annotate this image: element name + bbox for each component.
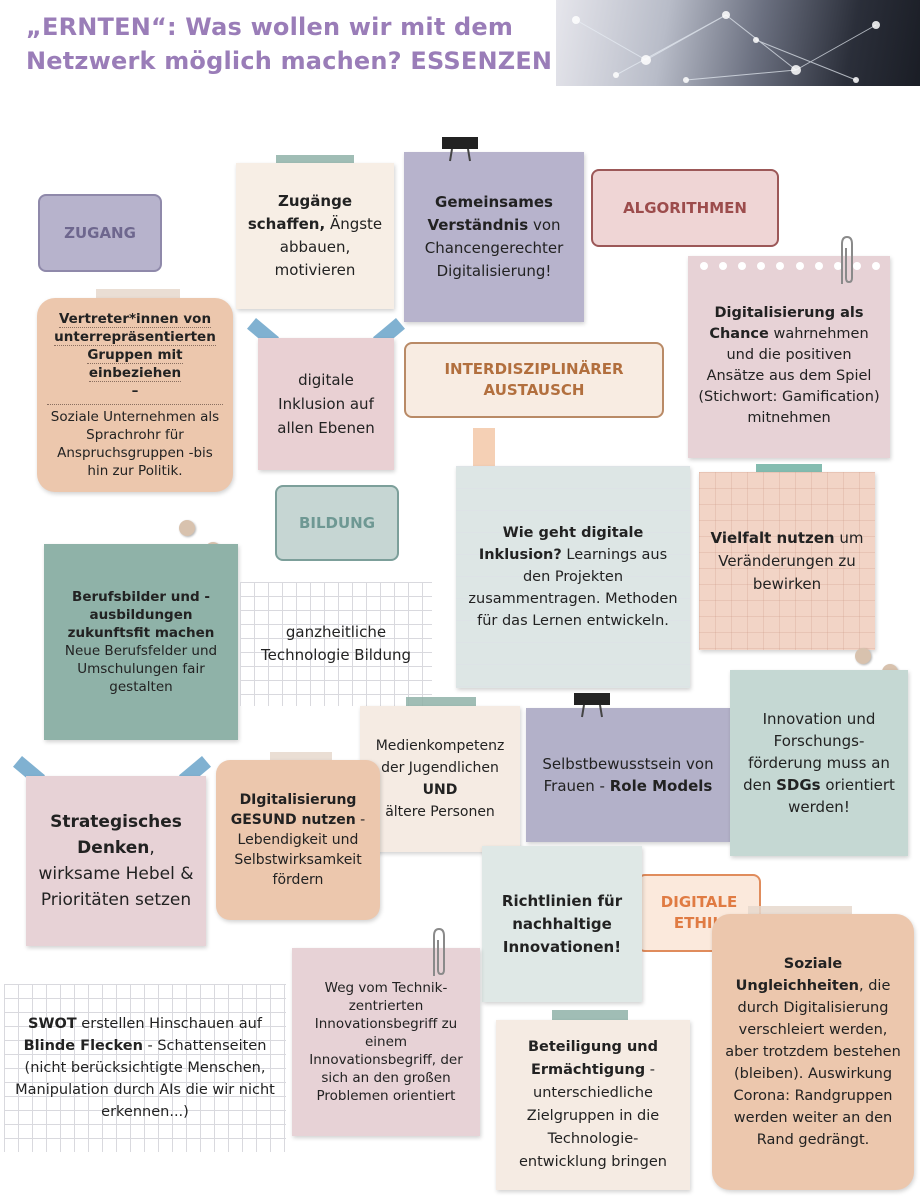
note-gesund-nutzen: DIgitalisierung GESUND nutzen - Lebendig… [216, 760, 380, 920]
note-bold: DIgitalisierung GESUND nutzen [230, 792, 357, 828]
note-bold: Vertreter*innen von unterrepräsentierten… [54, 311, 216, 382]
note-wie-geht-inklusion: Wie geht digitale Inklusion? Learnings a… [456, 466, 690, 688]
note-bold: Digitalisierung als Chance [709, 305, 864, 342]
note-text: wahrnehmen und die positiven Ansätze aus… [698, 326, 880, 426]
note-selbstbewusstsein: Selbstbewusstsein von Frauen - Role Mode… [526, 708, 730, 842]
note-text: von Chancengerechter Digitalisierung! [424, 216, 564, 280]
note-text-mid: erstellen Hinschauen auf [76, 1016, 262, 1032]
note-innovation-sdgs: Innovation und Forschungs-förderung muss… [730, 670, 908, 856]
note-bold: SDGs [776, 776, 821, 794]
note-dash: – [131, 383, 139, 399]
title-line-1: „ERNTEN“: Was wollen wir mit dem [26, 13, 514, 41]
note-text-pre: Medienkompetenz der Jugendlichen [375, 738, 505, 776]
page-title: „ERNTEN“: Was wollen wir mit dem Netzwer… [26, 10, 553, 78]
note-text: Soziale Unternehmen als Sprachrohr für A… [47, 404, 223, 480]
note-bold: Vielfalt nutzen [710, 528, 835, 547]
note-text: ältere Personen [385, 804, 495, 820]
note-zugaenge-schaffen: Zugänge schaffen, Ängste abbauen, motivi… [236, 163, 394, 309]
title-line-2: Netzwerk möglich machen? ESSENZEN [26, 47, 553, 75]
note-weg-vom-technik: Weg vom Technik-zentrierten Innovationsb… [292, 948, 480, 1136]
note-bold: Gemeinsames Verständnis [427, 193, 553, 234]
note-text: Ängste abbauen, motivieren [274, 215, 383, 279]
note-text-pre: Selbstbewusstsein von Frauen - [542, 755, 714, 795]
note-beteiligung: Beteiligung und Ermächtigung - unterschi… [496, 1020, 690, 1190]
note-bold: Zugänge schaffen, [247, 192, 352, 233]
note-bold: Soziale Ungleichheiten [735, 956, 859, 994]
note-digitalisierung-chance: Digitalisierung als Chance wahrnehmen un… [688, 256, 890, 458]
note-text: ganzheitliche Technologie Bildung [261, 623, 411, 664]
note-text: Learnings aus den Projekten zusammentrag… [468, 547, 678, 629]
note-bold-1: SWOT [28, 1016, 77, 1032]
pushpin-icon [179, 520, 195, 536]
note-text: um Veränderungen zu bewirken [718, 528, 864, 593]
note-vielfalt-nutzen: Vielfalt nutzen um Veränderungen zu bewi… [699, 472, 875, 650]
note-digitale-inklusion: digitale Inklusion auf allen Ebenen [258, 338, 394, 470]
binder-clip-icon [574, 693, 610, 718]
note-text: - Schattenseiten (nicht berücksichtigte … [15, 1038, 275, 1120]
pushpin-icon [855, 648, 871, 664]
note-bold: Berufsbilder und -ausbildungen zukunftsf… [67, 589, 215, 641]
note-text: , wirksame Hebel & Prioritäten setzen [38, 838, 194, 910]
note-text-pre: Innovation und Forschungs-förderung muss… [743, 710, 890, 794]
note-text: orientiert werden! [788, 776, 895, 816]
note-technologie-bildung: ganzheitliche Technologie Bildung [240, 582, 432, 706]
label-bildung: BILDUNG [275, 485, 399, 561]
header-network-image [556, 0, 920, 86]
paperclip-icon [841, 235, 853, 284]
label-interdisziplinaer: INTERDISZIPLINÄRER AUSTAUSCH [404, 342, 664, 418]
label-algorithmen: ALGORITHMEN [591, 169, 779, 247]
note-text: - Lebendigkeit und Selbstwirksamkeit för… [234, 812, 366, 888]
note-bold: UND [422, 782, 458, 798]
tape-strip [756, 464, 822, 478]
note-gemeinsames-verstaendnis: Gemeinsames Verständnis von Chancengerec… [404, 152, 584, 322]
note-strategisches-denken: Strategisches Denken, wirksame Hebel & P… [26, 776, 206, 946]
note-swot: SWOT erstellen Hinschauen auf Blinde Fle… [4, 984, 286, 1152]
note-vertreter: Vertreter*innen von unterrepräsentierten… [37, 298, 233, 492]
binder-clip-icon [442, 137, 478, 162]
note-medienkompetenz: Medienkompetenz der Jugendlichen UND ält… [360, 706, 520, 852]
note-text: - unterschiedliche Zielgruppen in die Te… [519, 1062, 667, 1170]
network-illustration [572, 11, 880, 83]
note-bold: Richtlinien für nachhaltige Innovationen… [501, 891, 623, 956]
label-zugang: ZUGANG [38, 194, 162, 272]
note-richtlinien: Richtlinien für nachhaltige Innovationen… [482, 846, 642, 1002]
note-bold: Role Models [609, 777, 713, 795]
note-holes [700, 262, 880, 270]
note-bold-2: Blinde Flecken [23, 1038, 143, 1054]
note-bold: Wie geht digitale Inklusion? [478, 525, 644, 563]
paperclip-icon [433, 927, 445, 976]
note-bold: Beteiligung und Ermächtigung [527, 1039, 659, 1078]
note-soziale-ungleichheiten: Soziale Ungleichheiten, die durch Digita… [712, 914, 914, 1190]
note-berufsbilder: Berufsbilder und -ausbildungen zukunftsf… [44, 544, 238, 740]
note-text: Neue Berufsfelder und Umschulungen fair … [64, 643, 218, 695]
note-bold: Strategisches Denken [50, 812, 182, 858]
note-text: , die durch Digitalisierung verschleiert… [725, 978, 901, 1148]
note-text: Weg vom Technik-zentrierten Innovationsb… [309, 980, 463, 1104]
note-text: digitale Inklusion auf allen Ebenen [277, 371, 375, 437]
